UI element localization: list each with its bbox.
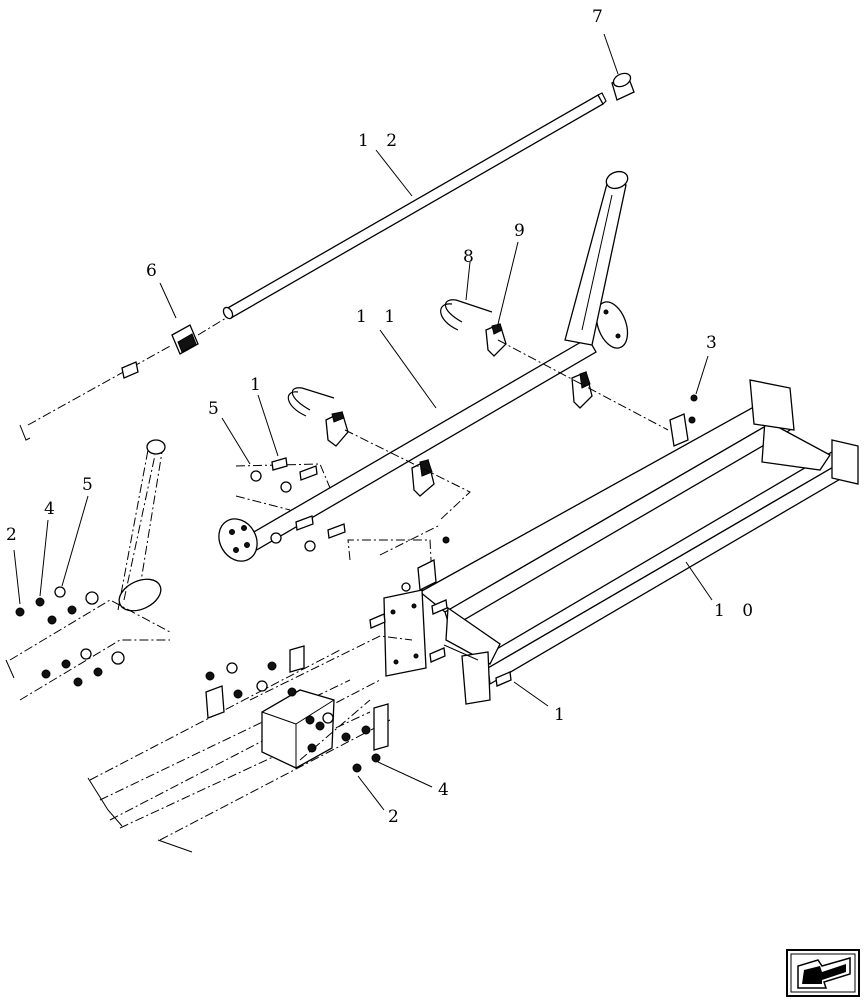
u-bolt-part-2 — [287, 387, 349, 447]
shaft-part — [222, 92, 607, 320]
frame-fasteners — [369, 394, 698, 687]
callout-2-lower: 2 — [388, 807, 405, 827]
clamp-part — [411, 371, 593, 497]
axle-part — [218, 170, 629, 562]
leader-lines — [13, 33, 713, 811]
u-bolt-part — [440, 299, 507, 357]
lower-assembly — [87, 645, 391, 853]
callout-1-lower: 1 — [554, 705, 571, 725]
callout-12: 1 2 — [358, 131, 403, 151]
callout-1-upper: 1 — [250, 375, 267, 395]
callout-8: 8 — [463, 247, 480, 267]
callout-11: 1 1 — [356, 307, 401, 327]
callout-5-upper: 5 — [208, 399, 225, 419]
nav-arrow-button[interactable] — [786, 949, 860, 997]
callout-3: 3 — [706, 333, 723, 353]
callout-10: 1 0 — [714, 601, 759, 621]
fastener-group-left — [15, 586, 125, 687]
callout-7: 7 — [592, 7, 609, 27]
callout-9: 9 — [514, 221, 531, 241]
fastener-group-upper — [250, 457, 346, 552]
callout-4-lower: 4 — [438, 780, 455, 800]
callout-4-left: 4 — [44, 499, 61, 519]
bushing-part — [611, 72, 635, 101]
fastener-group-lower — [205, 661, 381, 773]
arrow-icon — [797, 957, 851, 989]
left-arm-part — [117, 439, 166, 613]
callout-6: 6 — [146, 261, 163, 281]
callout-2-left: 2 — [6, 525, 23, 545]
frame-part — [383, 379, 859, 705]
sleeve-part — [171, 324, 199, 355]
callout-5-left: 5 — [82, 475, 99, 495]
